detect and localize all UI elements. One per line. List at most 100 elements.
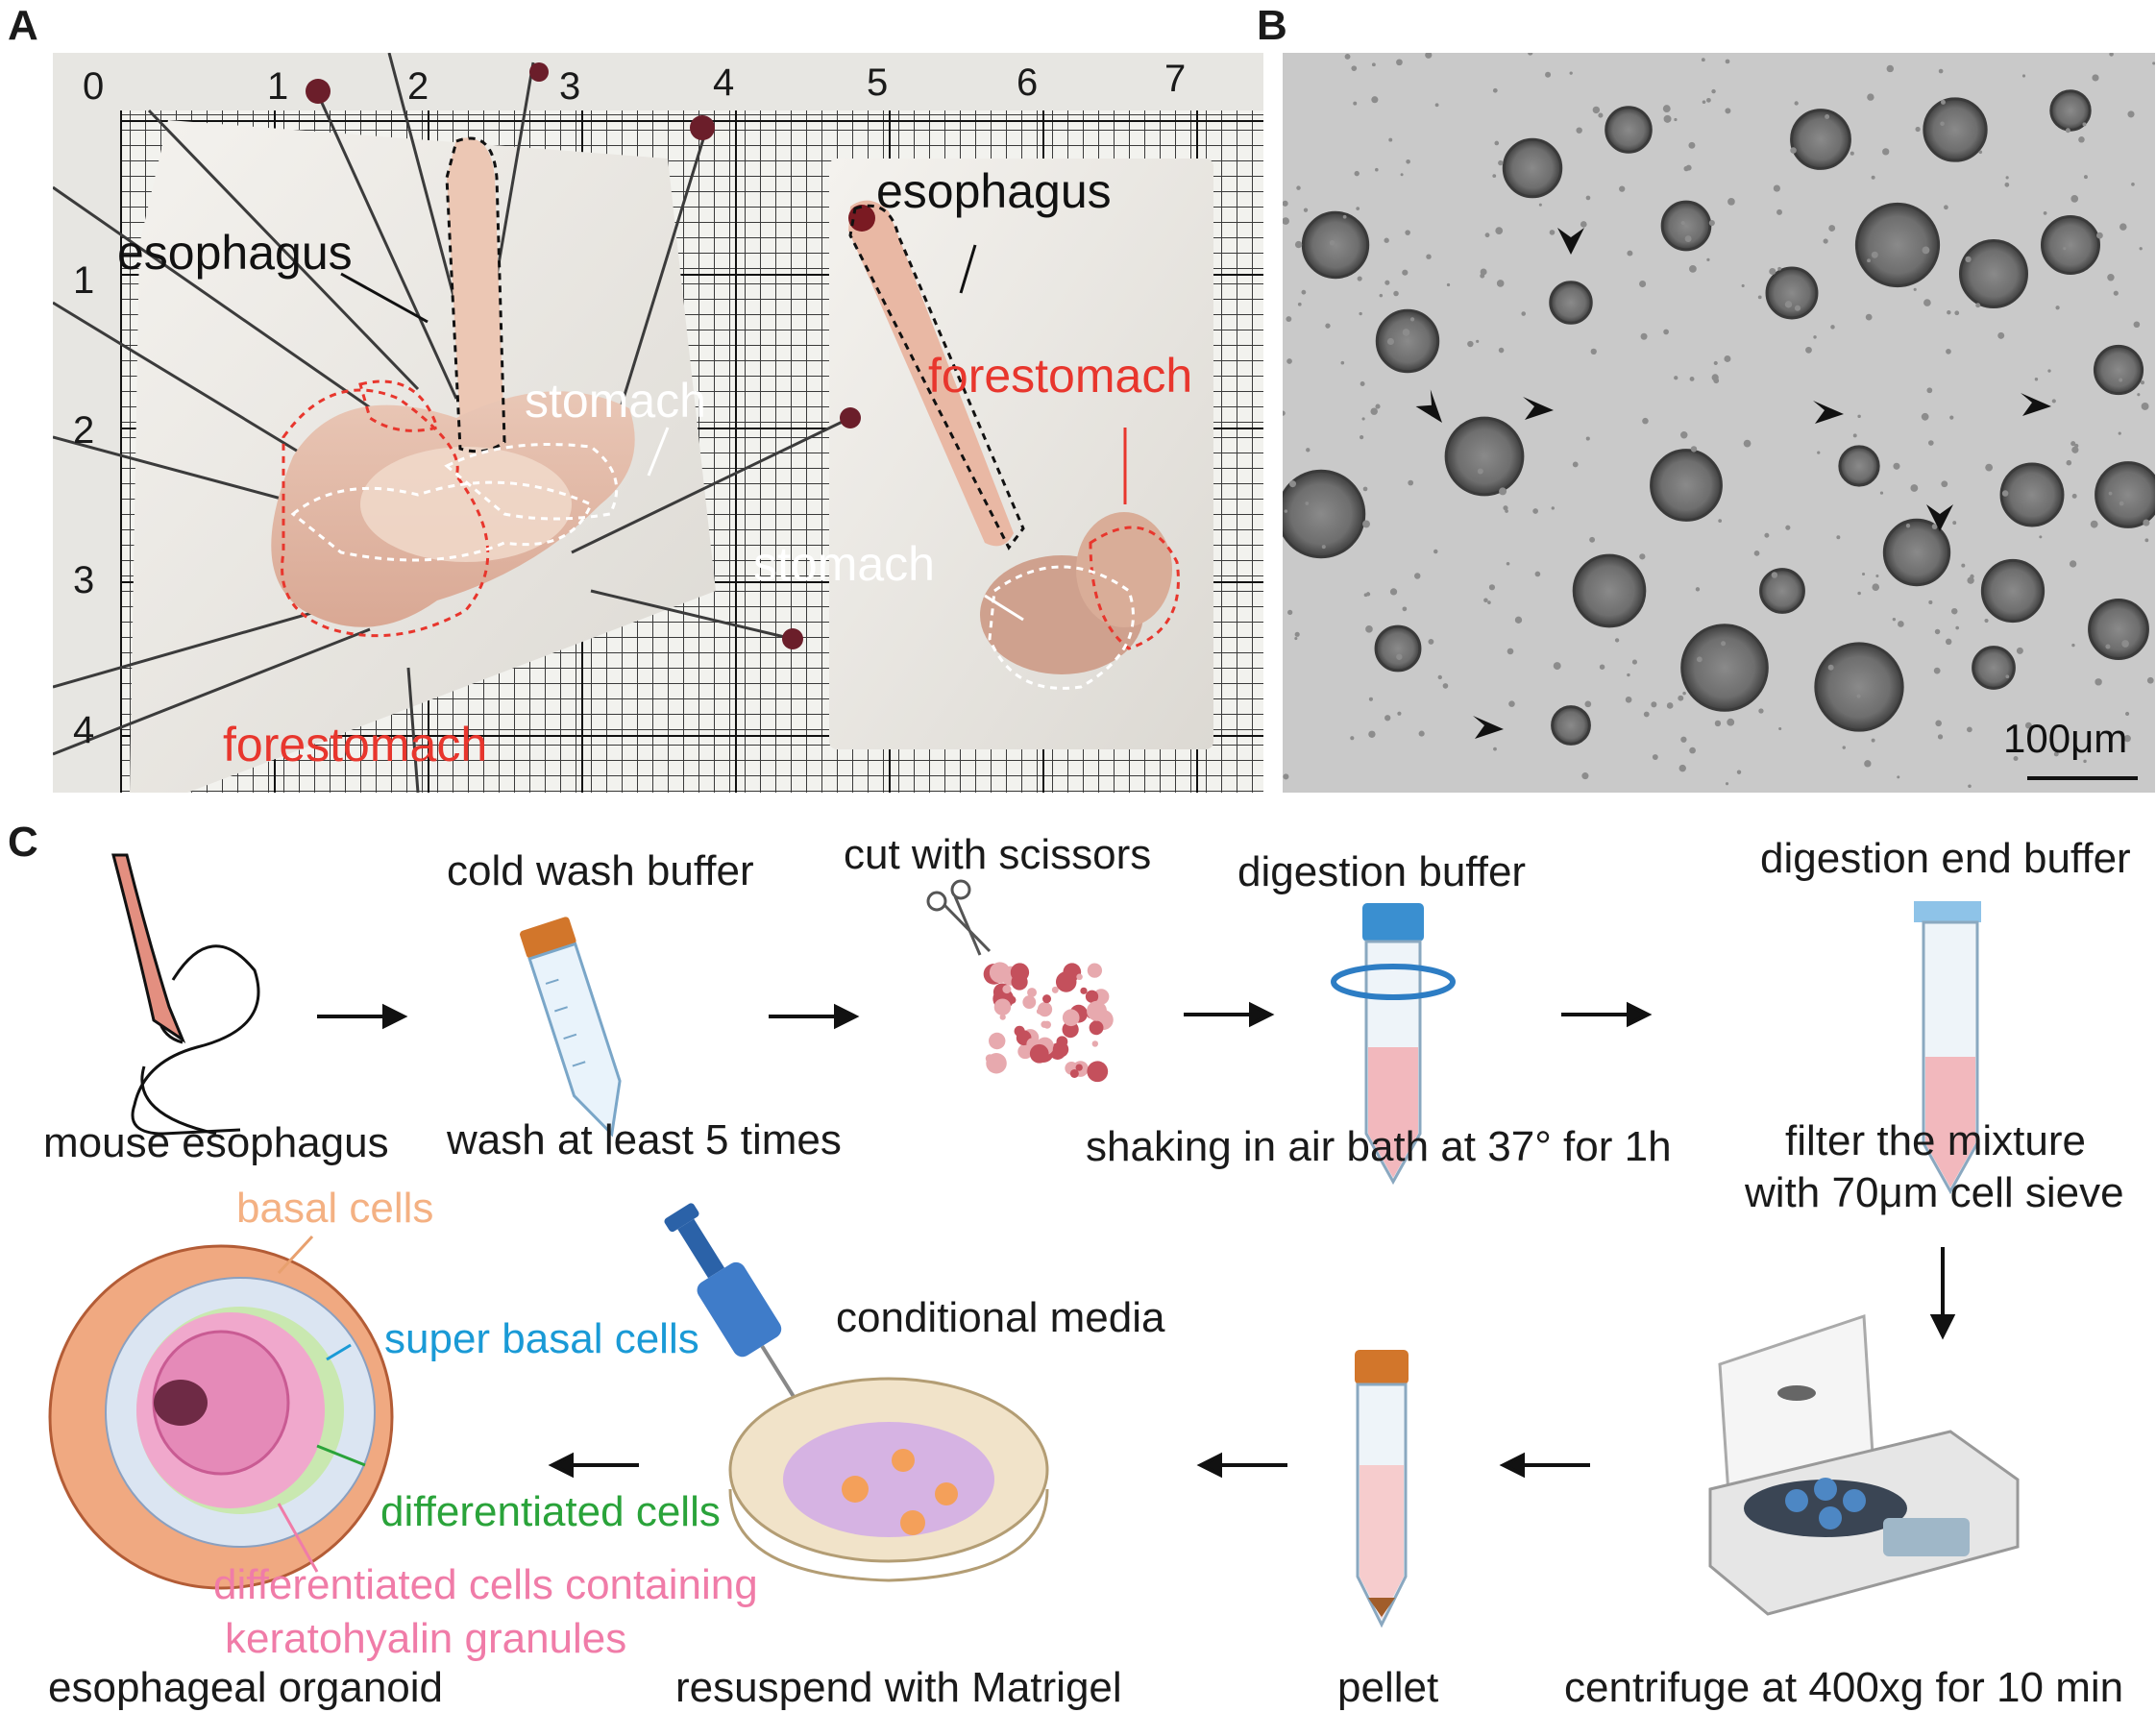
debris-dot	[1706, 97, 1711, 103]
debris-dot	[1549, 230, 1556, 235]
tissue-piece	[989, 962, 1011, 984]
debris-dot	[1830, 325, 1835, 330]
organoid-blob	[1502, 137, 1563, 199]
debris-dot	[1303, 208, 1309, 212]
debris-dot	[1725, 59, 1730, 64]
organoid-blob	[1680, 624, 1769, 712]
debris-dot	[2039, 535, 2043, 539]
label-super-basal-cells: super basal cells	[384, 1315, 699, 1362]
debris-dot	[1483, 598, 1488, 603]
organoid-illustration	[48, 1235, 394, 1590]
pellet-tube-illustration	[1355, 1350, 1409, 1628]
step-resuspend: resuspend with Matrigel	[675, 1664, 1122, 1711]
debris-dot	[1769, 267, 1776, 275]
debris-dot	[1892, 617, 1897, 622]
debris-dot	[1357, 276, 1362, 281]
debris-dot	[2109, 53, 2114, 57]
debris-dot	[1725, 782, 1729, 786]
label-stomach-left: stomach	[525, 374, 706, 428]
debris-dot	[1967, 576, 1974, 584]
debris-dot	[1651, 701, 1657, 708]
debris-dot	[1598, 112, 1604, 118]
debris-dot	[1975, 303, 1981, 308]
debris-dot	[1714, 720, 1722, 727]
debris-dot	[2139, 247, 2143, 251]
step-cut-with-scissors: cut with scissors	[844, 831, 1152, 878]
label-basal-cells: basal cells	[236, 1185, 434, 1232]
debris-dot	[1674, 117, 1678, 122]
debris-dot	[1937, 734, 1944, 740]
debris-dot	[1823, 238, 1828, 244]
debris-dot	[1487, 600, 1491, 604]
debris-dot	[1434, 103, 1439, 108]
organoid-blob	[1838, 445, 1880, 487]
debris-dot	[1674, 376, 1678, 380]
step-digestion-end-buffer: digestion end buffer	[1760, 835, 2131, 882]
debris-dot	[1496, 280, 1505, 287]
tissue-piece	[1087, 963, 1103, 978]
debris-dot	[1493, 746, 1497, 751]
debris-dot	[1684, 235, 1692, 242]
debris-dot	[1915, 126, 1921, 133]
debris-dot	[1572, 461, 1579, 468]
debris-dot	[1365, 592, 1371, 597]
mouse-esophagus-illustration	[119, 859, 260, 1136]
debris-dot	[1727, 718, 1735, 726]
debris-dot	[1926, 387, 1933, 394]
step-centrifuge: centrifuge at 400xg for 10 min	[1564, 1664, 2124, 1711]
debris-dot	[1897, 775, 1900, 779]
debris-dot	[1625, 696, 1632, 703]
debris-dot	[1913, 287, 1917, 291]
debris-dot	[1857, 414, 1861, 419]
debris-dot	[2005, 674, 2010, 679]
debris-dot	[2119, 501, 2124, 506]
debris-dot	[1294, 636, 1298, 641]
debris-dot	[2152, 61, 2155, 65]
debris-dot	[2043, 211, 2047, 215]
debris-dot	[1794, 305, 1801, 311]
debris-dot	[1442, 683, 1449, 689]
ruler-top-2: 2	[407, 65, 429, 108]
step-cold-wash-buffer: cold wash buffer	[447, 847, 754, 894]
debris-dot	[1499, 487, 1507, 496]
debris-dot	[1286, 358, 1292, 364]
debris-dot	[1718, 519, 1723, 523]
debris-dot	[1296, 185, 1301, 190]
debris-dot	[1882, 148, 1890, 156]
debris-dot	[1480, 268, 1487, 276]
debris-dot	[1758, 708, 1764, 714]
debris-dot	[1402, 606, 1408, 612]
label-keratohyalin-line1: differentiated cells containing	[213, 1561, 758, 1608]
debris-dot	[2140, 380, 2145, 385]
debris-dot	[1400, 173, 1404, 177]
debris-dot	[1306, 448, 1311, 453]
debris-dot	[1741, 283, 1745, 288]
debris-dot	[1359, 311, 1362, 316]
debris-dot	[1406, 159, 1410, 164]
debris-dot	[2119, 378, 2123, 382]
debris-dot	[2107, 274, 2115, 281]
debris-dot	[1592, 106, 1601, 114]
debris-dot	[1663, 329, 1669, 335]
end-buffer-tube-illustration	[1914, 901, 1981, 1195]
debris-dot	[1288, 480, 1297, 488]
panel-letter-a: A	[8, 2, 38, 49]
debris-dot	[1652, 754, 1658, 760]
debris-dot	[1408, 479, 1414, 486]
debris-dot	[1484, 232, 1490, 238]
debris-dot	[2047, 369, 2051, 373]
debris-dot	[1773, 184, 1780, 192]
debris-dot	[1685, 164, 1692, 171]
debris-dot	[1725, 108, 1731, 114]
debris-dot	[1955, 625, 1960, 630]
debris-dot	[1743, 439, 1752, 448]
organoid-blob	[1551, 705, 1591, 746]
debris-dot	[2105, 644, 2111, 649]
debris-dot	[2070, 195, 2079, 203]
debris-dot	[2069, 560, 2077, 568]
tissue-piece	[999, 1014, 1006, 1020]
debris-dot	[1584, 700, 1592, 708]
debris-dot	[2133, 321, 2141, 329]
debris-dot	[1418, 730, 1425, 737]
debris-dot	[1375, 404, 1381, 409]
